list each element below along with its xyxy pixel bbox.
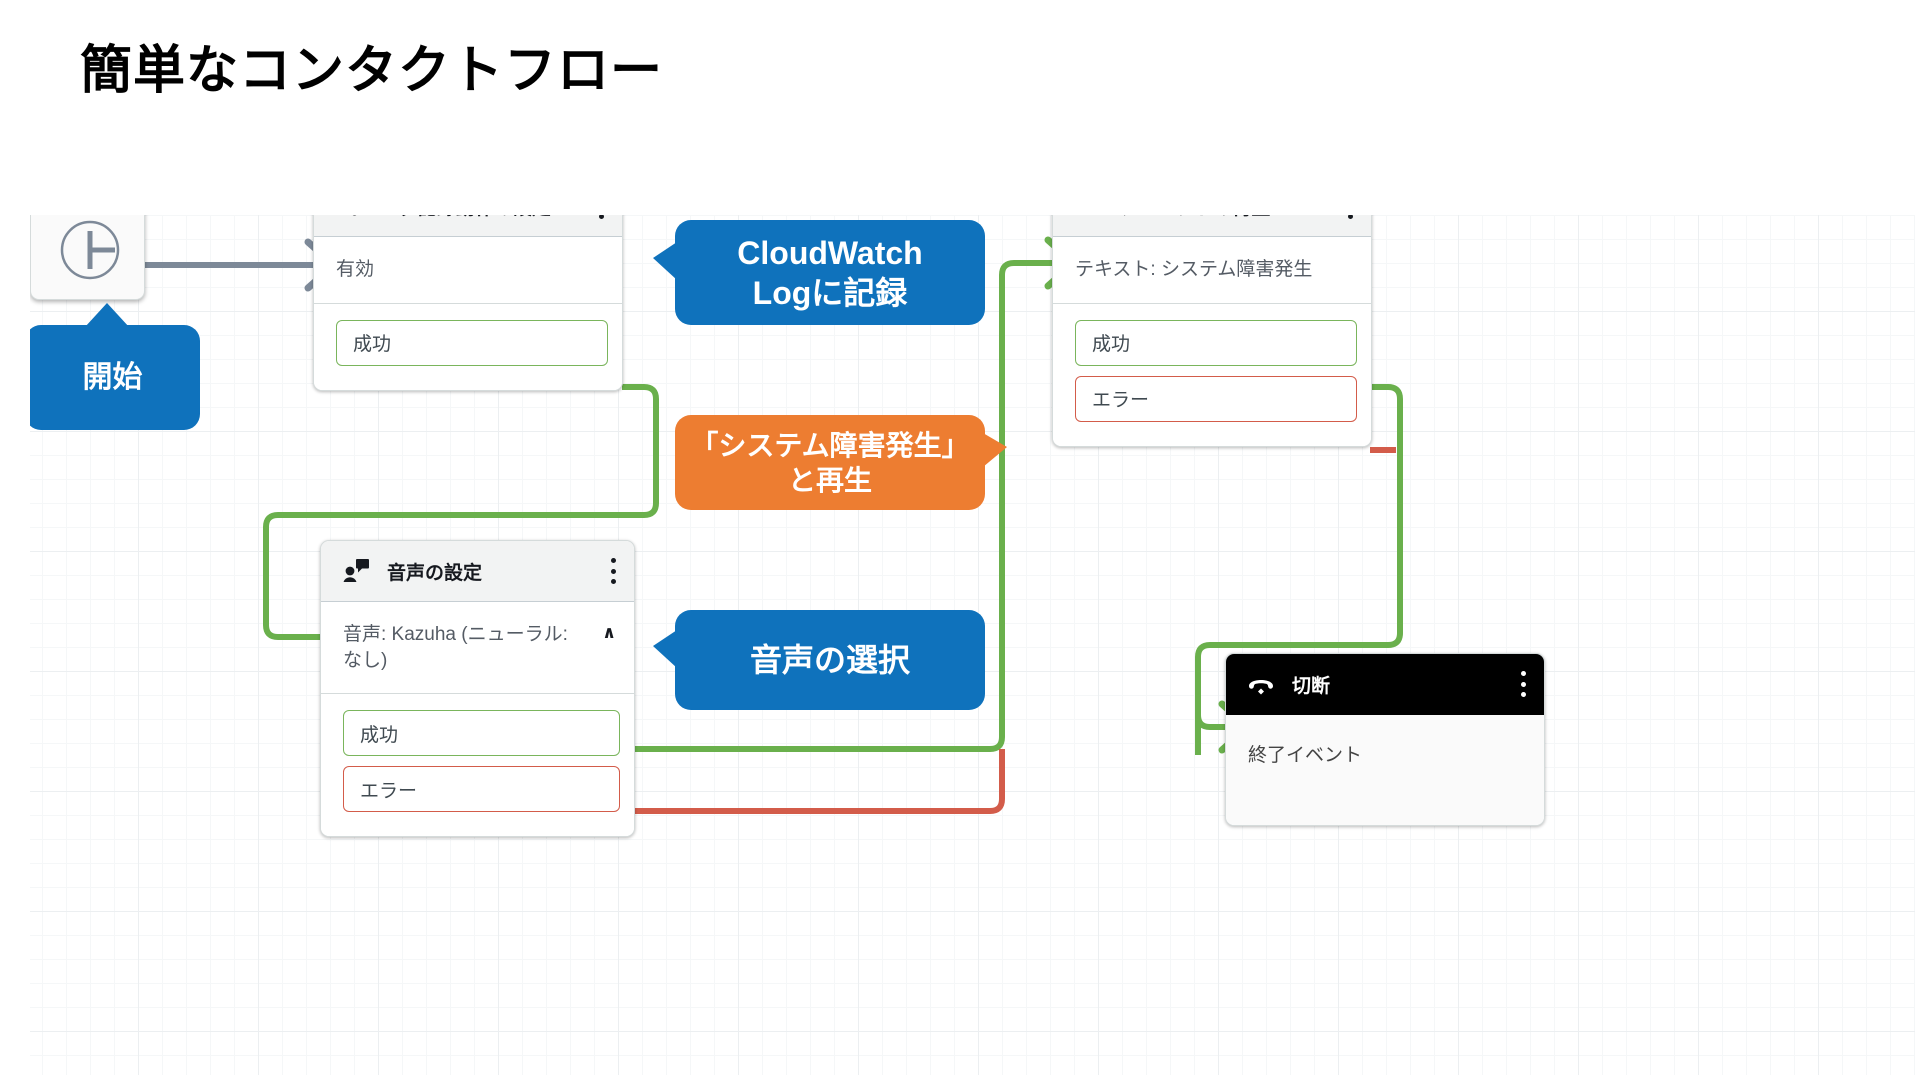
node-title: ログ記録動作の設定 <box>380 215 551 220</box>
output-label: 成功 <box>1092 334 1131 356</box>
callout-tail-left <box>653 242 677 280</box>
output-error[interactable]: エラー <box>1075 375 1357 422</box>
node-body-text: 終了イベント <box>1248 745 1363 766</box>
node-disconnect[interactable]: 切断 終了イベント <box>1225 653 1545 826</box>
output-success[interactable]: 成功 <box>343 710 620 757</box>
callout-cloudwatch: CloudWatch Logに記録 <box>653 220 985 325</box>
callout-text: 音声の選択 <box>749 642 910 678</box>
node-header[interactable]: 切断 <box>1226 654 1544 715</box>
entry-node[interactable]: エントリ <box>30 215 145 300</box>
node-title: プロンプトの再生 <box>1119 215 1270 220</box>
output-error[interactable]: エラー <box>343 766 620 813</box>
node-menu-button[interactable] <box>1520 671 1526 697</box>
node-body-text: テキスト: システム障害発生 <box>1075 259 1313 280</box>
node-title: 音声の設定 <box>387 562 483 584</box>
node-outputs: 成功 <box>314 302 622 390</box>
output-label: エラー <box>1092 390 1150 412</box>
output-success[interactable]: 成功 <box>336 319 608 366</box>
callout-text: 「システム障害発生」 と再生 <box>690 429 970 496</box>
node-outputs: 成功 エラー <box>321 693 634 837</box>
callout-play-prompt-text: 「システム障害発生」 と再生 <box>675 415 1007 510</box>
entry-circle-icon <box>60 220 120 280</box>
node-header[interactable]: 音声の設定 <box>321 541 634 602</box>
speaker-icon <box>1073 215 1103 221</box>
chevron-up-icon[interactable]: ∧ <box>602 623 616 642</box>
node-outputs: 成功 エラー <box>1053 302 1371 446</box>
output-label: 成功 <box>360 724 399 746</box>
callout-text: CloudWatch Logに記録 <box>737 234 923 311</box>
output-label: 成功 <box>353 334 392 356</box>
callout-text: 開始 <box>82 360 143 394</box>
callout-start: 開始 <box>30 303 200 430</box>
node-body-text: 音声: Kazuha (ニューラル: なし) <box>343 624 568 671</box>
phone-hangup-icon <box>1246 669 1276 699</box>
flow-canvas[interactable]: エントリ ログ記録動作の設定 有効 <box>30 215 1915 1075</box>
output-label: エラー <box>360 780 418 802</box>
logging-bug-icon <box>334 215 364 221</box>
node-body: 有効 <box>314 237 622 303</box>
node-set-voice[interactable]: 音声の設定 音声: Kazuha (ニューラル: なし) ∧ 成功 エラー <box>320 540 635 838</box>
node-header[interactable]: プロンプトの再生 <box>1053 215 1371 237</box>
callout-tail-left <box>653 630 677 668</box>
node-menu-button[interactable] <box>1347 215 1353 219</box>
node-menu-button[interactable] <box>610 558 616 584</box>
callout-voice-selection: 音声の選択 <box>653 610 985 710</box>
node-header[interactable]: ログ記録動作の設定 <box>314 215 622 237</box>
page-title: 簡単なコンタクトフロー <box>80 42 664 100</box>
voice-person-icon <box>341 556 371 586</box>
node-set-logging-behavior[interactable]: ログ記録動作の設定 有効 成功 <box>313 215 623 391</box>
callout-tail-up <box>85 303 129 327</box>
output-success[interactable]: 成功 <box>1075 319 1357 366</box>
node-play-prompt[interactable]: プロンプトの再生 テキスト: システム障害発生 成功 エラー <box>1052 215 1372 447</box>
node-body: 音声: Kazuha (ニューラル: なし) ∧ <box>321 602 634 694</box>
node-body: 終了イベント <box>1226 715 1544 825</box>
node-menu-button[interactable] <box>598 215 604 219</box>
node-title: 切断 <box>1292 675 1331 697</box>
node-body: テキスト: システム障害発生 <box>1053 237 1371 303</box>
callout-tail-right <box>983 433 1007 467</box>
node-body-text: 有効 <box>336 259 375 280</box>
